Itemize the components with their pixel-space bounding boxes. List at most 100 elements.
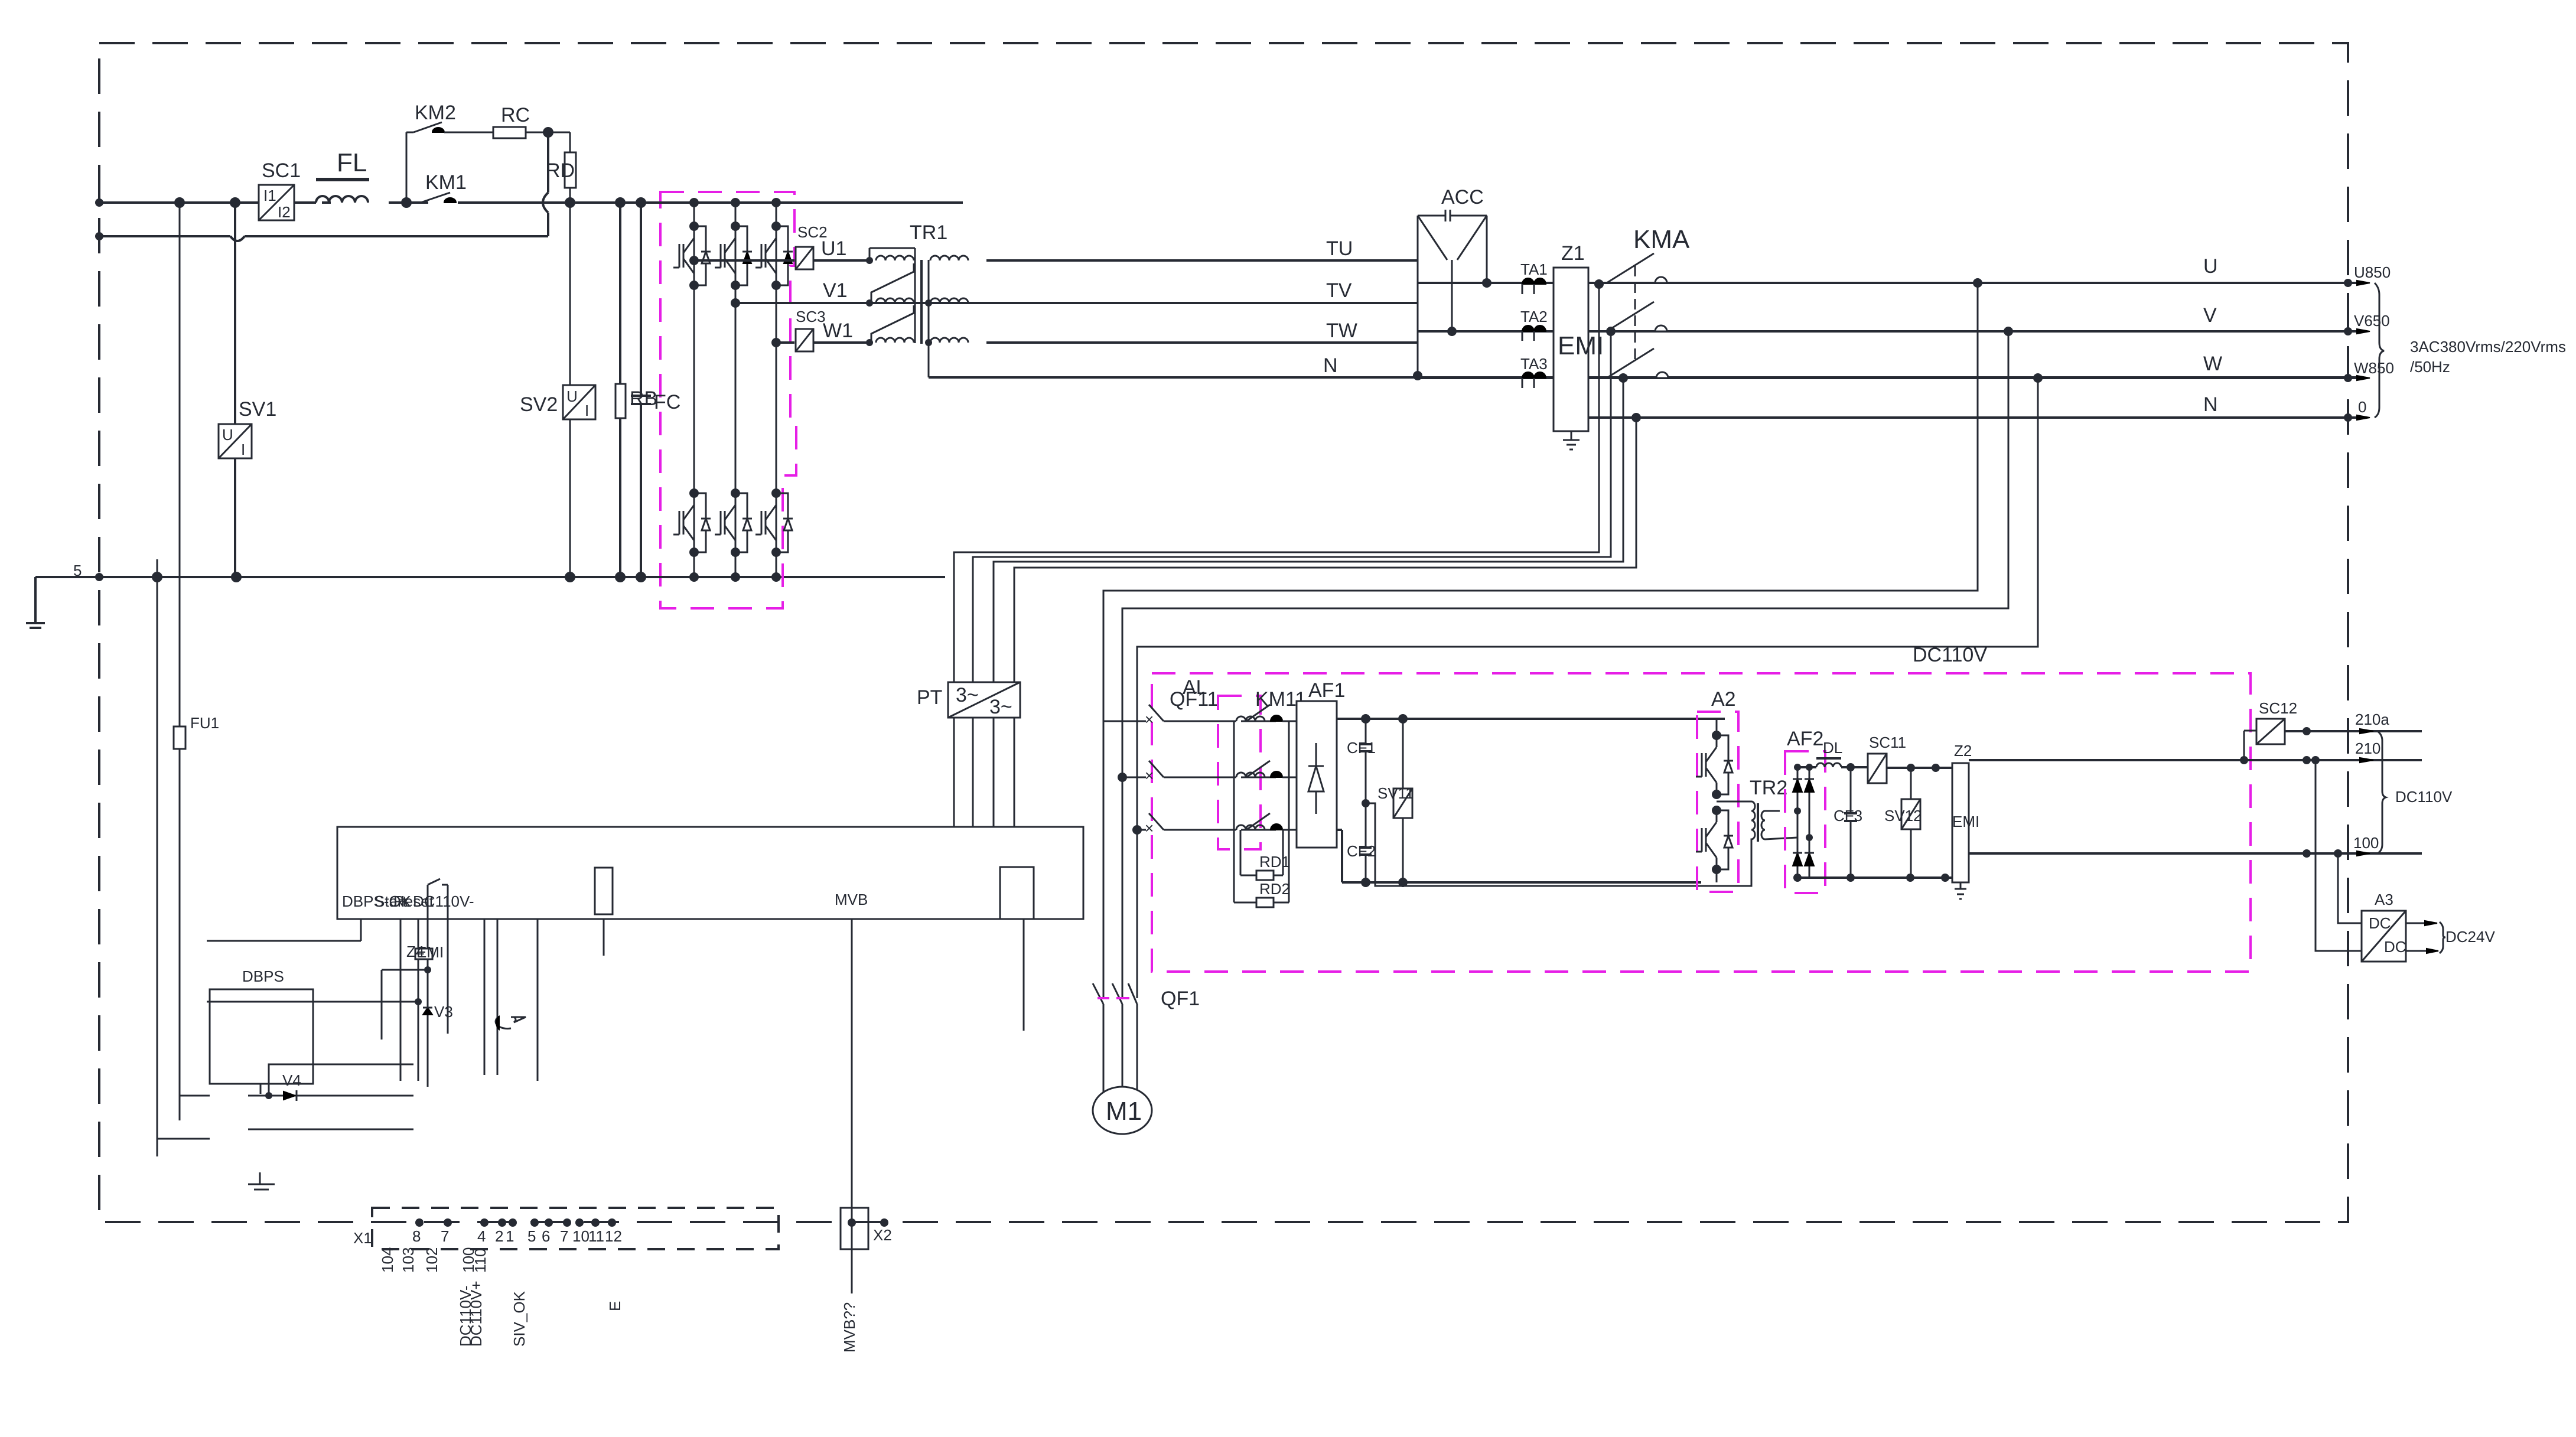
wire-number: 100 [460, 1247, 477, 1273]
x1-pin-number: 2 [495, 1227, 503, 1245]
wire-number: 102 [423, 1247, 441, 1273]
fl-inductor: FL [315, 148, 369, 203]
tr1-primary-coil [875, 297, 915, 304]
z1-emi-text: EMI [1558, 331, 1604, 360]
connector-x2-label: X2 [873, 1226, 892, 1244]
z2-emi-filter: Z2 EMI [1951, 742, 1979, 900]
ta3-label: TA3 [1520, 355, 1548, 373]
z1-label: Z1 [1561, 242, 1585, 265]
fu1-fuse: FU1 [172, 714, 219, 750]
fl-label: FL [337, 148, 367, 177]
v3-label: V3 [434, 1003, 453, 1021]
al-coil [1235, 824, 1266, 830]
signal-name: DC110V- [457, 1285, 474, 1347]
kma-contactor: KMA [1588, 225, 1690, 379]
fc-label: FC [654, 391, 680, 413]
tr1-primary-coil [875, 255, 915, 261]
rd-resistor: RD [546, 151, 577, 189]
input-section: 5 I1 I2 SC1 FL [26, 102, 963, 1156]
x1-pin-number: 11 [588, 1227, 604, 1245]
svg-text:U: U [566, 387, 578, 405]
x1-pin-number: 7 [441, 1227, 449, 1245]
svg-text:3~: 3~ [956, 684, 979, 706]
svg-text:I2: I2 [278, 203, 291, 221]
tu-label: TU [1326, 237, 1353, 260]
rd1-resistor: RD1 [1239, 830, 1290, 881]
af2-diode [1803, 777, 1815, 793]
rd2-label: RD2 [1259, 880, 1290, 898]
inverter-bridge: FC [620, 191, 1005, 610]
tr2-transformer: TR2 [1701, 777, 1798, 887]
pin-dc110v-minus: DC110V- [413, 892, 474, 910]
sc12-current-sensor: SC12 [2255, 699, 2297, 745]
tr1-label: TR1 [910, 221, 947, 244]
x1-pin-number: 12 [605, 1227, 622, 1245]
x1-terminal-pin [530, 1218, 539, 1227]
x1-terminal-pin [498, 1218, 506, 1227]
x1-pin-number: 4 [477, 1227, 486, 1245]
z2-label: Z2 [1954, 742, 1972, 760]
svg-text:U: U [222, 426, 233, 444]
igbt-lower [715, 488, 753, 557]
dc110v-outputs: SC12 210a 210 100 DC110V DC DC A3 DC24V [1969, 699, 2495, 963]
wire-number: 103 [399, 1247, 417, 1273]
qf11-pole [1148, 760, 1165, 778]
km11-pole [1246, 703, 1271, 722]
x1-pin-number: 1 [506, 1227, 514, 1245]
sc3-label: SC3 [796, 308, 826, 325]
terminal-100: 100 [2353, 834, 2379, 852]
v4-label: V4 [282, 1071, 301, 1089]
cf3-capacitor: CF3 [1834, 767, 1862, 878]
rb-resistor: RB [614, 383, 657, 419]
svg-text:DC: DC [2384, 938, 2406, 956]
x1-pin-number: 8 [412, 1227, 421, 1245]
qf11-pole [1148, 704, 1165, 722]
sc1-current-sensor: I1 I2 SC1 [258, 159, 301, 221]
ac-rating-line2: /50Hz [2410, 358, 2450, 376]
af2-diode [1803, 851, 1815, 866]
ac-rating-line1: 3AC380Vrms/220Vrms [2410, 338, 2566, 356]
x1-terminal-pin [480, 1218, 489, 1227]
dc110-title: DC110V [1913, 644, 1987, 666]
km11-pole [1246, 812, 1271, 831]
af2-diode [1792, 851, 1803, 866]
x1-terminal-pin [509, 1218, 517, 1227]
af2-diode [1792, 777, 1803, 793]
qf11-pole-mark: × [1145, 711, 1154, 728]
af1-rectifier: AF1 [1295, 679, 1345, 849]
tr1-delta-link [870, 305, 915, 343]
sv12-voltage-sensor: SV12 [1884, 768, 1922, 878]
w1-label: W1 [823, 320, 853, 342]
pt-label: PT [917, 686, 942, 709]
x1-pin-number: 10 [572, 1227, 590, 1245]
al-coil [1235, 771, 1266, 778]
line-w-label: W [2203, 353, 2222, 375]
terminal-210: 210 [2355, 739, 2380, 757]
a2-igbt-lower [1696, 806, 1734, 874]
sc11-label: SC11 [1869, 734, 1906, 751]
terminal-w850: W850 [2354, 359, 2394, 377]
qf11-pole [1148, 813, 1165, 830]
cabinet-frame [98, 42, 2349, 1223]
km11-pole [1246, 760, 1271, 778]
cf1-label: CF1 [1347, 739, 1376, 757]
al-coil [1235, 715, 1266, 722]
signal-name: MVB?? [841, 1302, 858, 1353]
z4-emi-filter: EMI Z4 [406, 943, 444, 961]
tr1-primary-coil [875, 337, 915, 343]
af2-label: AF2 [1787, 728, 1823, 750]
igbt-lower [755, 488, 794, 557]
connector-x1-label: X1 [353, 1229, 372, 1247]
acc-label: ACC [1441, 186, 1484, 208]
rd-label: RD [546, 159, 575, 182]
dc110-rating: DC110V [2395, 788, 2453, 806]
a2-igbt-upper [1696, 731, 1734, 799]
z4-label: Z4 [406, 943, 424, 960]
dbps-power-supply: DBPS V4 [156, 559, 413, 1191]
ta-current-transformers: TA1 TA2 TA3 [1520, 260, 1548, 388]
tr1-secondary-coil [929, 337, 969, 343]
sv1-voltage-sensor: U I SV1 [217, 203, 276, 577]
rc-label: RC [501, 104, 530, 126]
terminal-v650: V650 [2354, 312, 2390, 330]
